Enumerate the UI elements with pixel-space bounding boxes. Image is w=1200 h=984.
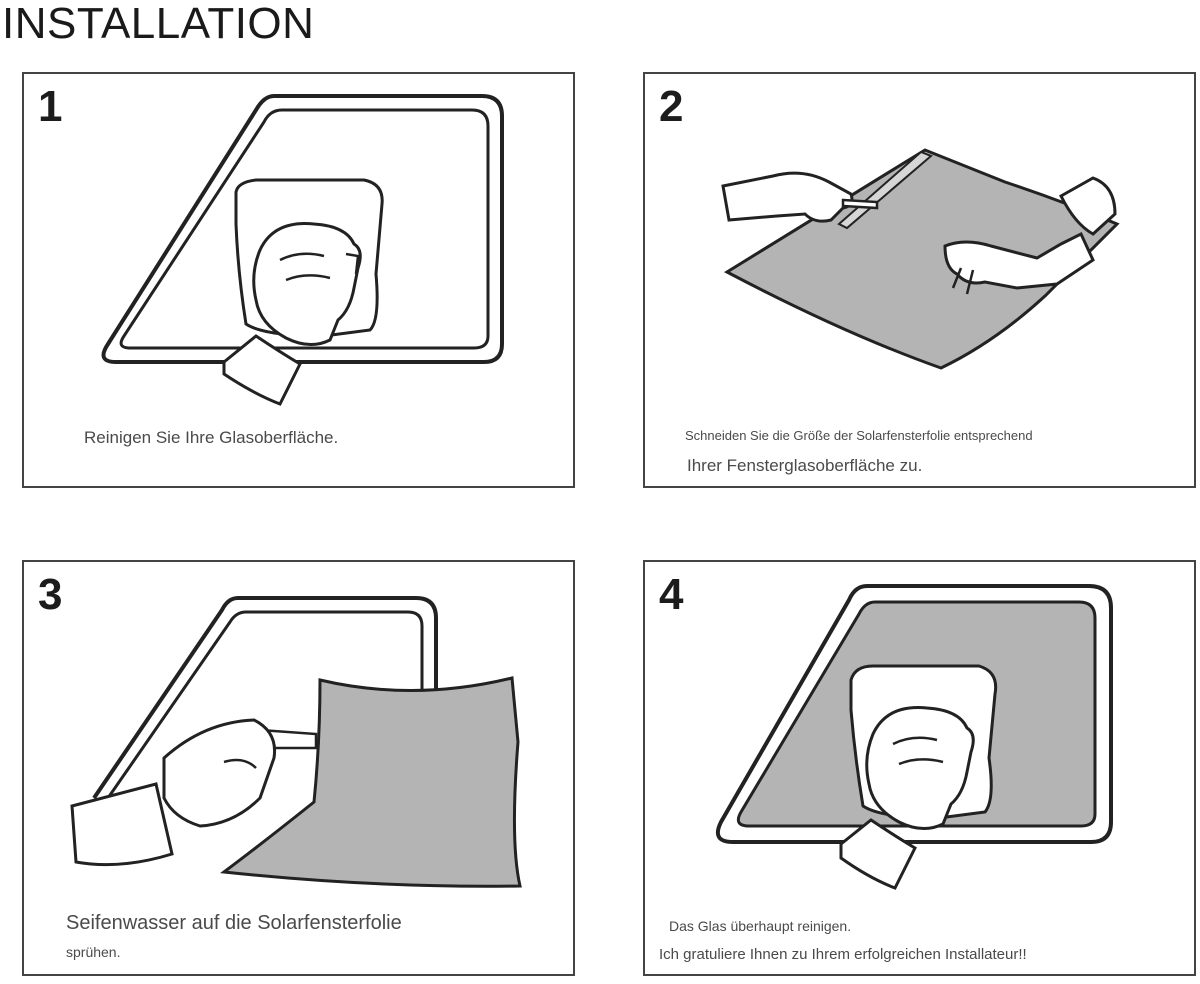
window-frame-outer bbox=[101, 94, 504, 364]
left-hand bbox=[721, 171, 854, 223]
step-panel-1: 1 Reinigen Sie Ihre Glasoberfläche. bbox=[22, 72, 575, 488]
film-cutting-illustration bbox=[721, 148, 1120, 370]
cutter-knife bbox=[841, 198, 879, 210]
step-number: 2 bbox=[659, 82, 684, 131]
sleeve bbox=[70, 782, 174, 867]
final-cleaning-illustration bbox=[716, 584, 1113, 890]
step-caption-line-1: Das Glas überhaupt reinigen. bbox=[669, 918, 852, 934]
spraying-illustration bbox=[70, 596, 522, 888]
sleeve bbox=[839, 818, 917, 890]
step-caption-line-1: Seifenwasser auf die Solarfensterfolie bbox=[66, 912, 402, 934]
cut-strip bbox=[837, 150, 933, 230]
step-panel-4: 4 Das Glas überhaupt reinigen. Ich gratu… bbox=[643, 560, 1196, 976]
page-title: INSTALLATION bbox=[2, 0, 315, 48]
window-film-sheet bbox=[220, 676, 522, 888]
step-panel-3: 3 Seifenwasser auf die Solarfensterfolie… bbox=[22, 560, 575, 976]
sleeve bbox=[222, 334, 302, 406]
step-caption: Reinigen Sie Ihre Glasoberfläche. bbox=[84, 428, 339, 447]
step-caption-line-2: Ihrer Fensterglasoberfläche zu. bbox=[687, 456, 923, 475]
right-sleeve bbox=[1059, 176, 1117, 236]
hand bbox=[162, 718, 277, 828]
window-frame-inner bbox=[106, 610, 424, 799]
step-number: 4 bbox=[659, 570, 684, 619]
step-caption-line-2: sprühen. bbox=[66, 944, 121, 960]
step-number: 1 bbox=[38, 82, 63, 131]
window-frame-outer bbox=[92, 596, 438, 800]
window-frame-inner bbox=[119, 108, 490, 350]
hand bbox=[252, 222, 362, 346]
hand bbox=[865, 706, 975, 830]
step-number: 3 bbox=[38, 570, 63, 619]
step-panel-2: 2 Schneiden Sie die Größe der Solarfenst… bbox=[643, 72, 1196, 488]
step-caption-line-2: Ich gratuliere Ihnen zu Ihrem erfolgreic… bbox=[659, 946, 1027, 963]
step-caption-line-1: Schneiden Sie die Größe der Solarfenster… bbox=[685, 428, 1033, 443]
window-cleaning-illustration bbox=[101, 94, 504, 406]
right-hand bbox=[943, 231, 1095, 290]
